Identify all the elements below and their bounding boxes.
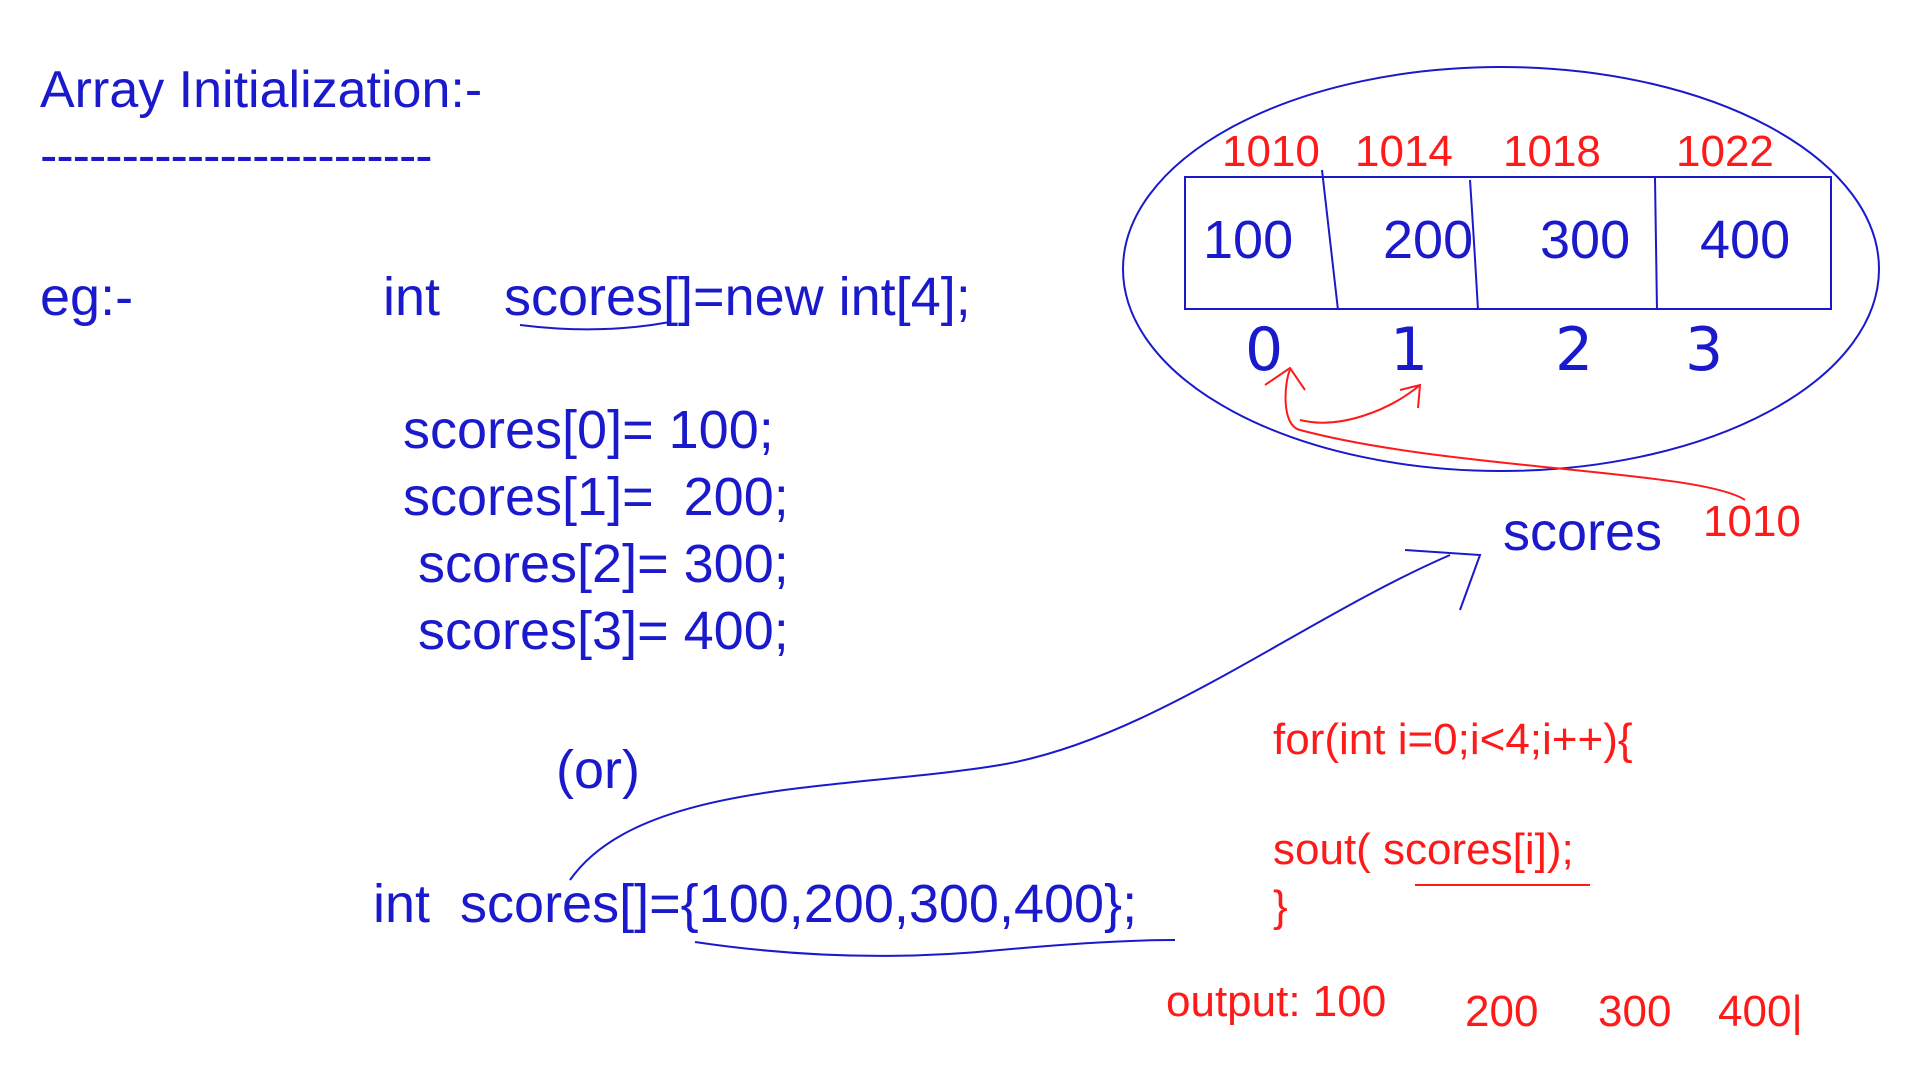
or-label: (or) <box>556 740 640 800</box>
assignment-0: scores[0]= 100; <box>403 400 774 460</box>
output-value-3: 400| <box>1718 987 1803 1036</box>
reference-variable-name: scores <box>1503 502 1663 562</box>
declaration-type: int <box>383 267 441 327</box>
output-label: output: 100 <box>1166 977 1387 1026</box>
assignment-1: scores[1]= 200; <box>403 467 789 527</box>
array-literal-declaration: int scores[]={100,200,300,400}; <box>373 874 1138 934</box>
pointer-curve <box>1284 369 1746 501</box>
cell-value-0: 100 <box>1203 210 1294 270</box>
address-2: 1018 <box>1503 127 1601 176</box>
title-underline: ------------------------ <box>40 127 433 185</box>
address-3: 1022 <box>1676 127 1774 176</box>
declaration-rest: scores[]=new int[4]; <box>504 267 971 327</box>
loop-close: } <box>1273 882 1288 931</box>
cell-value-2: 300 <box>1540 210 1631 270</box>
hop-arrow <box>1299 384 1421 424</box>
assignment-3: scores[3]= 400; <box>418 601 789 661</box>
underline-array-literal <box>694 939 1176 957</box>
loop-header: for(int i=0;i<4;i++){ <box>1273 715 1633 764</box>
cell-divider-3 <box>1654 177 1658 311</box>
cell-value-3: 400 <box>1700 210 1791 270</box>
reference-arrowhead <box>1404 549 1482 611</box>
address-1: 1014 <box>1355 127 1453 176</box>
reference-variable-address: 1010 <box>1703 497 1801 546</box>
cell-value-1: 200 <box>1383 210 1474 270</box>
output-value-2: 300 <box>1598 987 1672 1036</box>
example-label: eg:- <box>40 267 134 327</box>
index-label-2: 2 <box>1555 315 1594 385</box>
cell-divider-1 <box>1321 169 1339 311</box>
index-label-0: 0 <box>1245 315 1284 385</box>
hop-arrowhead <box>1399 383 1422 409</box>
address-0: 1010 <box>1222 127 1320 176</box>
output-value-1: 200 <box>1465 987 1539 1036</box>
index-label-1: 1 <box>1390 315 1429 385</box>
index-label-3: 3 <box>1685 315 1724 385</box>
assignment-2: scores[2]= 300; <box>418 534 789 594</box>
loop-body: sout( scores[i]); <box>1273 825 1574 874</box>
page-title: Array Initialization:- <box>40 61 483 119</box>
